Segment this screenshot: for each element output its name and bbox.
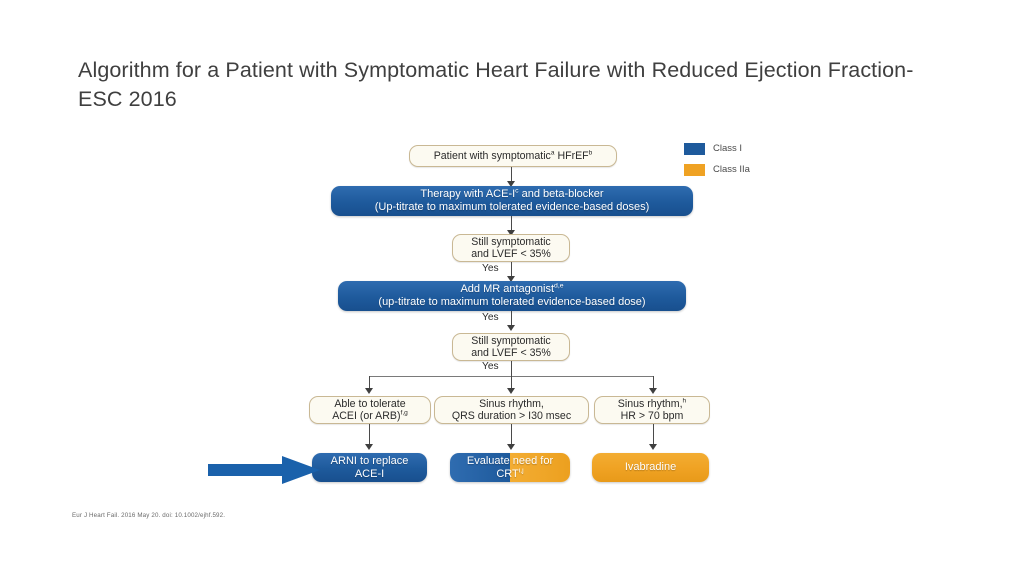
node-ivabradine: Ivabradine bbox=[592, 453, 709, 482]
node-crt-line2: CRT bbox=[496, 467, 519, 480]
node-crt-sup-ij: i,j bbox=[518, 466, 524, 474]
node-patient-line1b: HFrEF bbox=[554, 149, 589, 162]
node-crt-line1: Evaluate need for bbox=[466, 454, 554, 467]
branch-label-yes-1: Yes bbox=[482, 263, 499, 274]
node-therapy-text: Therapy with ACE-Ic and beta-blocker (Up… bbox=[374, 187, 650, 214]
legend-label-class-i: Class I bbox=[713, 143, 743, 154]
node-patient-sup-a: a bbox=[550, 149, 555, 157]
citation-text: Eur J Heart Fail. 2016 May 20. doi: 10.1… bbox=[72, 512, 226, 519]
node-tolerate-sup-fg: f,g bbox=[400, 409, 408, 417]
node-hr-sup-h: h bbox=[682, 396, 687, 404]
legend: Class I Class IIa bbox=[684, 140, 794, 182]
node-hr-text: Sinus rhythm,h HR > 70 bpm bbox=[617, 396, 687, 423]
node-symptomatic2-text: Still symptomatic and LVEF < 35% bbox=[471, 335, 551, 360]
node-patient-line1: Patient with symptomatic bbox=[433, 149, 551, 162]
node-mr-text: Add MR antagonistd,e (up-titrate to maxi… bbox=[378, 282, 646, 309]
arrowhead-branch-right bbox=[649, 388, 657, 394]
node-sinus-rhythm-hr: Sinus rhythm,h HR > 70 bpm bbox=[594, 396, 710, 424]
connector-therapy-to-symptomatic1 bbox=[511, 216, 513, 232]
connector-symptomatic2-to-branch bbox=[511, 361, 513, 376]
node-add-mr-antagonist: Add MR antagonistd,e (up-titrate to maxi… bbox=[338, 281, 686, 311]
node-symptomatic2-line1: Still symptomatic bbox=[471, 334, 551, 347]
node-arni-line2: ACE-I bbox=[354, 467, 385, 480]
node-qrs-line1: Sinus rhythm, bbox=[479, 397, 544, 410]
node-hr-line2: HR > 70 bpm bbox=[620, 410, 684, 422]
branch-label-yes-3: Yes bbox=[482, 361, 499, 372]
arrowhead-tolerate-to-arni bbox=[365, 444, 373, 450]
node-patient-text: Patient with symptomatica HFrEFb bbox=[433, 149, 593, 163]
node-sinus-rhythm-qrs: Sinus rhythm, QRS duration > I30 msec bbox=[434, 396, 589, 424]
arrowhead-therapy-to-symptomatic1 bbox=[507, 230, 515, 236]
legend-item-class-iia: Class IIa bbox=[684, 161, 794, 178]
node-evaluate-need-for-crt: Evaluate need for CRTi,j bbox=[450, 453, 570, 482]
node-mr-sup-de: d,e bbox=[554, 282, 564, 290]
branch-drop-right bbox=[653, 376, 655, 389]
node-patient-symptomatic-hfref: Patient with symptomatica HFrEFb bbox=[409, 145, 617, 167]
node-symptomatic1-text: Still symptomatic and LVEF < 35% bbox=[471, 236, 551, 261]
node-arni-line1: ARNI to replace bbox=[330, 454, 409, 467]
arrowhead-mr-to-symptomatic2 bbox=[507, 325, 515, 331]
node-symptomatic1-line1: Still symptomatic bbox=[471, 235, 551, 248]
node-symptomatic1-line2: and LVEF < 35% bbox=[471, 248, 551, 260]
node-mr-line2: (up-titrate to maximum tolerated evidenc… bbox=[378, 296, 646, 308]
page-title: Algorithm for a Patient with Symptomatic… bbox=[78, 58, 914, 111]
node-therapy-line1b: and beta-blocker bbox=[518, 188, 604, 201]
branch-label-yes-2: Yes bbox=[482, 312, 499, 323]
arrowhead-hr-to-ivabradine bbox=[649, 444, 657, 450]
branch-drop-left bbox=[369, 376, 371, 389]
arrowhead-branch-left bbox=[365, 388, 373, 394]
class-i-swatch bbox=[684, 142, 705, 155]
connector-patient-to-therapy bbox=[511, 167, 513, 183]
node-hr-line1: Sinus rhythm, bbox=[617, 397, 683, 410]
node-mr-line1: Add MR antagonist bbox=[460, 283, 555, 296]
arrowhead-branch-center bbox=[507, 388, 515, 394]
branch-drop-center bbox=[511, 376, 513, 389]
node-symptomatic2-line2: and LVEF < 35% bbox=[471, 347, 551, 359]
node-ivabradine-text: Ivabradine bbox=[624, 461, 677, 474]
node-tolerate-line1: Able to tolerate bbox=[334, 397, 406, 410]
node-still-symptomatic-lvef-1: Still symptomatic and LVEF < 35% bbox=[452, 234, 570, 262]
arrowhead-symptomatic1-to-mr bbox=[507, 276, 515, 282]
legend-item-class-i: Class I bbox=[684, 140, 794, 157]
connector-symptomatic1-to-mr bbox=[511, 262, 513, 278]
node-therapy-sup-c: c bbox=[515, 187, 519, 195]
node-crt-text: Evaluate need for CRTi,j bbox=[467, 455, 553, 481]
node-able-to-tolerate-acei: Able to tolerate ACEI (or ARB)f,g bbox=[309, 396, 431, 424]
node-therapy-ace-i-beta-blocker: Therapy with ACE-Ic and beta-blocker (Up… bbox=[331, 186, 693, 216]
node-tolerate-line2: ACEI (or ARB) bbox=[332, 410, 401, 422]
arrowhead-qrs-to-crt bbox=[507, 444, 515, 450]
node-qrs-line2: QRS duration > I30 msec bbox=[451, 410, 572, 422]
node-still-symptomatic-lvef-2: Still symptomatic and LVEF < 35% bbox=[452, 333, 570, 361]
node-qrs-text: Sinus rhythm, QRS duration > I30 msec bbox=[452, 398, 571, 423]
node-patient-sup-b: b bbox=[588, 149, 593, 157]
connector-tolerate-to-arni bbox=[369, 424, 371, 445]
connector-mr-to-symptomatic2 bbox=[511, 311, 513, 327]
node-tolerate-text: Able to tolerate ACEI (or ARB)f,g bbox=[332, 398, 408, 423]
legend-label-class-iia: Class IIa bbox=[713, 164, 750, 175]
class-iia-swatch bbox=[684, 163, 705, 176]
node-arni-text: ARNI to replace ACE-I bbox=[331, 455, 409, 481]
arrowhead-patient-to-therapy bbox=[507, 181, 515, 187]
connector-hr-to-ivabradine bbox=[653, 424, 655, 445]
node-therapy-line2: (Up-titrate to maximum tolerated evidenc… bbox=[374, 201, 650, 213]
node-arni-replace-ace-i: ARNI to replace ACE-I bbox=[312, 453, 427, 482]
node-therapy-line1: Therapy with ACE-I bbox=[420, 188, 516, 201]
highlight-pointer-arrow bbox=[208, 456, 320, 484]
connector-qrs-to-crt bbox=[511, 424, 513, 445]
